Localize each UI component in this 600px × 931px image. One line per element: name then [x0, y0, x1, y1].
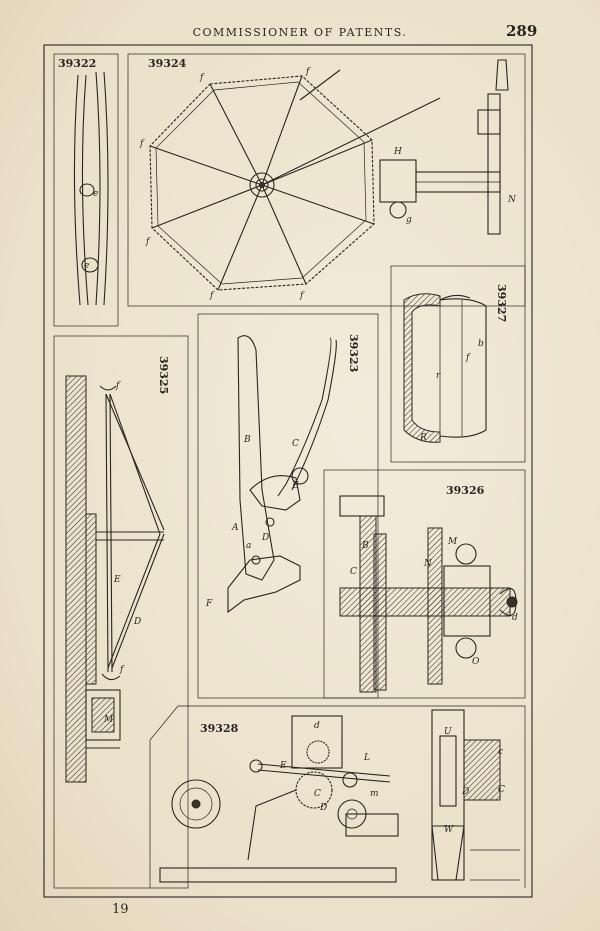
part-label: F — [205, 599, 213, 609]
part-label: f — [119, 665, 125, 675]
part-label: b — [478, 339, 484, 349]
part-label: E — [279, 761, 287, 771]
part-label: r — [436, 371, 441, 381]
part-label: C — [350, 567, 357, 577]
part-label: f — [299, 291, 305, 301]
part-label: C — [314, 789, 321, 799]
figure-number: 39328 — [200, 722, 239, 735]
part-label: D — [461, 787, 469, 797]
part-label: D — [319, 803, 327, 813]
part-label: B — [361, 541, 369, 551]
part-label: m — [370, 789, 379, 799]
figure-number: 39326 — [446, 484, 485, 497]
part-label: C — [292, 439, 299, 449]
part-label: A — [231, 523, 239, 533]
figure-39326: 39326 B C M N d O — [323, 469, 526, 699]
part-label: f — [209, 291, 215, 301]
figure-39328: 39328 d L E C m — [149, 705, 526, 888]
page-number: 289 — [506, 22, 538, 40]
part-label: e — [93, 189, 98, 199]
part-label: D — [261, 533, 269, 543]
part-label: B — [243, 435, 251, 445]
part-label: f — [139, 139, 145, 149]
part-label: a — [246, 541, 251, 551]
figure-number: 39325 — [157, 356, 170, 394]
part-label: D — [133, 617, 141, 627]
part-label: W — [444, 825, 454, 835]
part-label: f — [199, 73, 205, 83]
part-label: C — [498, 785, 505, 795]
part-label: R — [419, 433, 427, 443]
figure-number: 39323 — [347, 334, 360, 372]
part-label: M — [103, 715, 114, 725]
part-label: f — [145, 237, 151, 247]
figure-39325: 39325 f E D f M — [53, 335, 189, 889]
figure-39324: 39324 — [127, 53, 526, 307]
part-label: E — [291, 481, 299, 491]
part-label: H — [393, 147, 402, 157]
part-label: N — [423, 559, 433, 569]
signature-mark: 19 — [112, 902, 129, 917]
part-label: N — [507, 195, 517, 205]
part-label: e — [84, 261, 89, 271]
figure-39322: 39322 e e — [53, 53, 119, 327]
part-label: f — [115, 381, 121, 391]
figure-39323: 39323 B C E D A a F — [197, 313, 379, 699]
figure-number: 39324 — [148, 57, 187, 70]
figure-number: 39327 — [495, 284, 508, 322]
part-label: g — [406, 215, 412, 225]
part-label: M — [447, 537, 458, 547]
part-label: E — [113, 575, 121, 585]
running-head: COMMISSIONER OF PATENTS. — [192, 26, 408, 39]
part-label: d — [314, 721, 320, 731]
part-label: f — [465, 353, 471, 363]
figure-number: 39322 — [58, 57, 96, 70]
part-label: d — [512, 613, 518, 623]
part-label: O — [472, 657, 480, 667]
part-label: f — [305, 67, 311, 77]
part-label: c — [498, 747, 503, 757]
part-label: L — [363, 753, 370, 763]
part-label: U — [444, 727, 452, 737]
figure-39327: 39327 b f r R — [390, 265, 526, 463]
plate-border — [43, 44, 533, 898]
